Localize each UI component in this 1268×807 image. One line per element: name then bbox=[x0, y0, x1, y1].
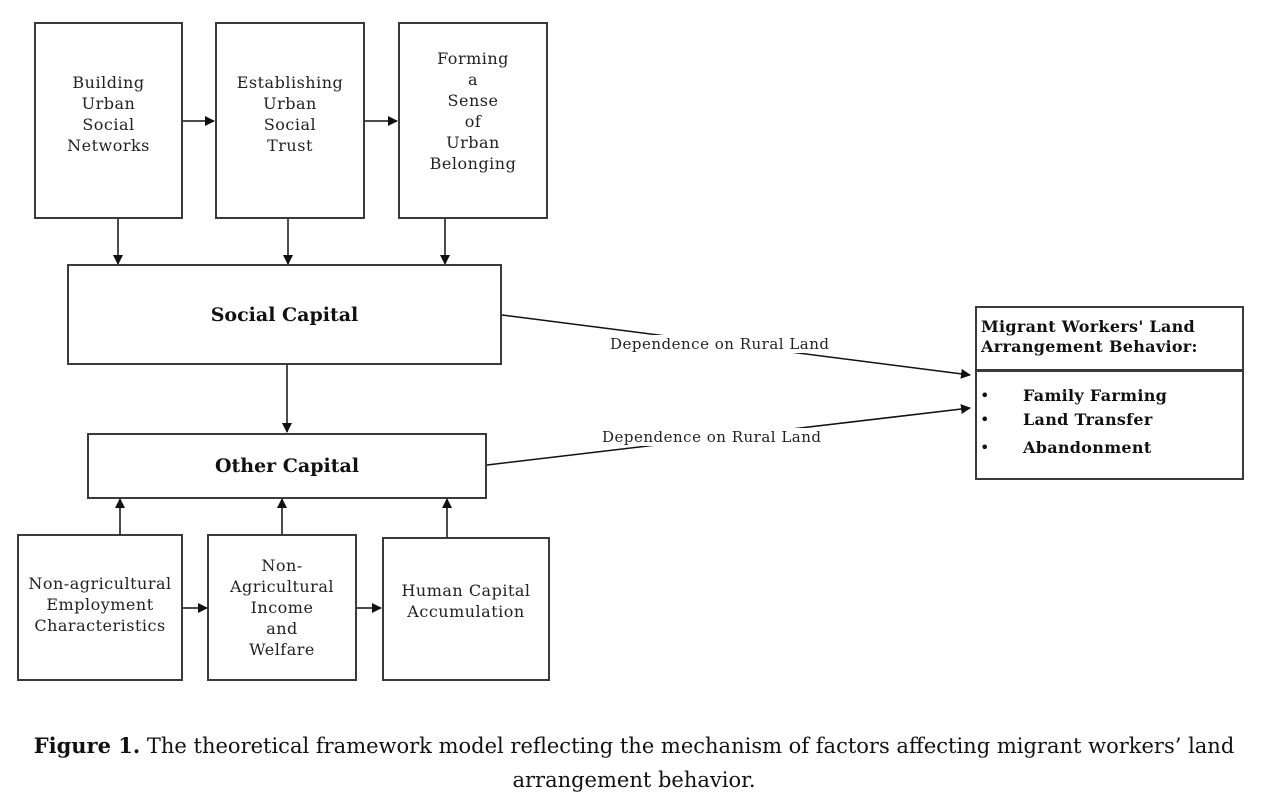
employment-characteristics-box: Non-agricultural Employment Characterist… bbox=[17, 534, 183, 681]
outcome-item-abandonment: • Abandonment bbox=[977, 436, 1242, 460]
land-arrangement-outcome-box: Migrant Workers' Land Arrangement Behavi… bbox=[975, 306, 1244, 480]
social-capital-label: Social Capital bbox=[210, 303, 359, 326]
figure-caption-text: The theoretical framework model reflecti… bbox=[140, 734, 1235, 792]
figure-caption: Figure 1. The theoretical framework mode… bbox=[0, 729, 1268, 797]
outcome-list: • Family Farming • Land Transfer • Aband… bbox=[977, 372, 1242, 460]
edge-label-social-outcome: Dependence on Rural Land bbox=[610, 335, 830, 353]
employment-characteristics-label: Non-agricultural Employment Characterist… bbox=[28, 574, 172, 635]
establishing-trust-label: Establishing Urban Social Trust bbox=[236, 72, 344, 155]
income-welfare-label: Non- Agricultural Income and Welfare bbox=[230, 556, 334, 659]
other-capital-label: Other Capital bbox=[214, 455, 360, 477]
outcome-title: Migrant Workers' Land Arrangement Behavi… bbox=[977, 308, 1242, 372]
establishing-trust-box: Establishing Urban Social Trust bbox=[215, 22, 365, 219]
outcome-item-label: Family Farming bbox=[1023, 386, 1168, 405]
building-networks-box: Building Urban Social Networks bbox=[34, 22, 183, 219]
other-capital-box: Other Capital bbox=[87, 433, 487, 499]
figure-number: Figure 1. bbox=[33, 733, 141, 758]
bullet-icon: • bbox=[980, 410, 990, 429]
bullet-icon: • bbox=[980, 386, 990, 405]
outcome-item-label: Land Transfer bbox=[1023, 410, 1153, 429]
edge-label-other-outcome: Dependence on Rural Land bbox=[602, 428, 822, 446]
outcome-item-land-transfer: • Land Transfer bbox=[977, 408, 1242, 432]
sense-of-belonging-label: Forming a Sense of Urban Belonging bbox=[429, 48, 517, 173]
outcome-item-family-farming: • Family Farming bbox=[977, 384, 1242, 408]
income-welfare-box: Non- Agricultural Income and Welfare bbox=[207, 534, 357, 681]
sense-of-belonging-box: Forming a Sense of Urban Belonging bbox=[398, 22, 548, 219]
social-capital-box: Social Capital bbox=[67, 264, 502, 365]
bullet-icon: • bbox=[980, 438, 990, 457]
human-capital-box: Human Capital Accumulation bbox=[382, 537, 550, 681]
building-networks-label: Building Urban Social Networks bbox=[67, 72, 150, 155]
human-capital-label: Human Capital Accumulation bbox=[401, 581, 531, 621]
outcome-item-label: Abandonment bbox=[1023, 438, 1152, 457]
